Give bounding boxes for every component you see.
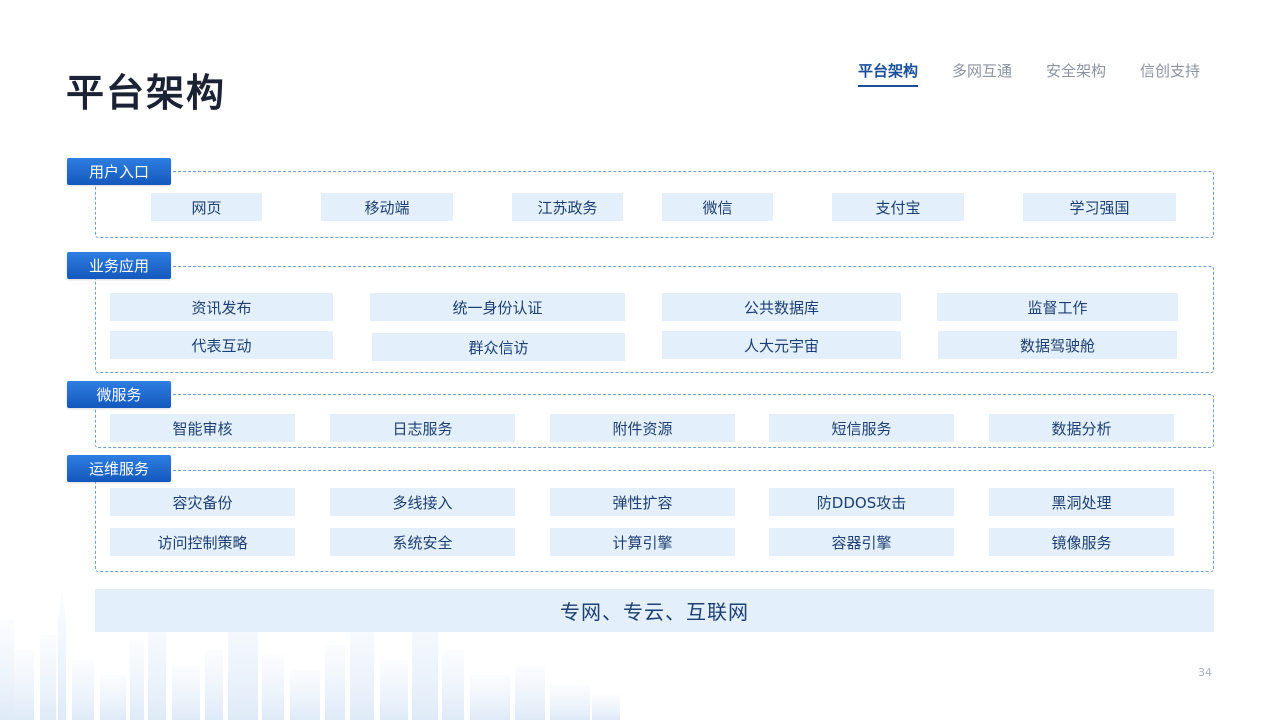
city-skyline-background xyxy=(0,588,620,720)
item-smart-review: 智能审核 xyxy=(110,414,295,442)
business-section xyxy=(95,266,1214,373)
item-container-engine: 容器引擎 xyxy=(769,528,954,556)
item-mirror-service: 镜像服务 xyxy=(989,528,1174,556)
micro-service-section xyxy=(95,394,1214,448)
tab-multi-network[interactable]: 多网互通 xyxy=(951,62,1012,80)
item-elastic-scale: 弹性扩容 xyxy=(550,488,735,516)
item-jiangsu-gov: 江苏政务 xyxy=(512,193,623,221)
item-unified-auth: 统一身份认证 xyxy=(370,293,625,321)
tab-xinchuang-support[interactable]: 信创支持 xyxy=(1139,62,1200,80)
network-bar: 专网、专云、互联网 xyxy=(95,589,1214,632)
item-log-service: 日志服务 xyxy=(330,414,515,442)
item-disaster-backup: 容灾备份 xyxy=(110,488,295,516)
item-supervision: 监督工作 xyxy=(937,293,1178,321)
user-entry-section xyxy=(95,171,1214,238)
tab-platform-architecture[interactable]: 平台架构 xyxy=(857,60,918,87)
item-petition: 群众信访 xyxy=(372,333,625,361)
item-alipay: 支付宝 xyxy=(832,193,964,221)
item-sms-service: 短信服务 xyxy=(769,414,954,442)
item-web: 网页 xyxy=(151,193,262,221)
item-multi-line: 多线接入 xyxy=(330,488,515,516)
item-data-cockpit: 数据驾驶舱 xyxy=(938,331,1177,359)
page-number: 34 xyxy=(1198,666,1212,679)
item-compute-engine: 计算引擎 xyxy=(550,528,735,556)
item-xuexi: 学习强国 xyxy=(1023,193,1176,221)
user-entry-tag: 用户入口 xyxy=(67,158,171,185)
item-public-db: 公共数据库 xyxy=(662,293,901,321)
item-wechat: 微信 xyxy=(662,193,773,221)
tab-security-architecture[interactable]: 安全架构 xyxy=(1045,62,1106,80)
page-title: 平台架构 xyxy=(66,71,227,115)
ops-service-section xyxy=(95,470,1214,572)
top-nav: 平台架构 多网互通 安全架构 信创支持 xyxy=(857,60,1200,87)
micro-service-tag: 微服务 xyxy=(67,381,171,408)
item-metaverse: 人大元宇宙 xyxy=(662,331,901,359)
item-access-control: 访问控制策略 xyxy=(110,528,295,556)
business-tag: 业务应用 xyxy=(67,252,171,279)
item-news-publish: 资讯发布 xyxy=(110,293,333,321)
item-data-analysis: 数据分析 xyxy=(989,414,1174,442)
item-rep-interaction: 代表互动 xyxy=(110,331,333,359)
item-anti-ddos: 防DDOS攻击 xyxy=(769,488,954,516)
item-blackhole: 黑洞处理 xyxy=(989,488,1174,516)
item-attachment: 附件资源 xyxy=(550,414,735,442)
ops-service-tag: 运维服务 xyxy=(67,455,171,482)
item-system-security: 系统安全 xyxy=(330,528,515,556)
item-mobile: 移动端 xyxy=(321,193,453,221)
